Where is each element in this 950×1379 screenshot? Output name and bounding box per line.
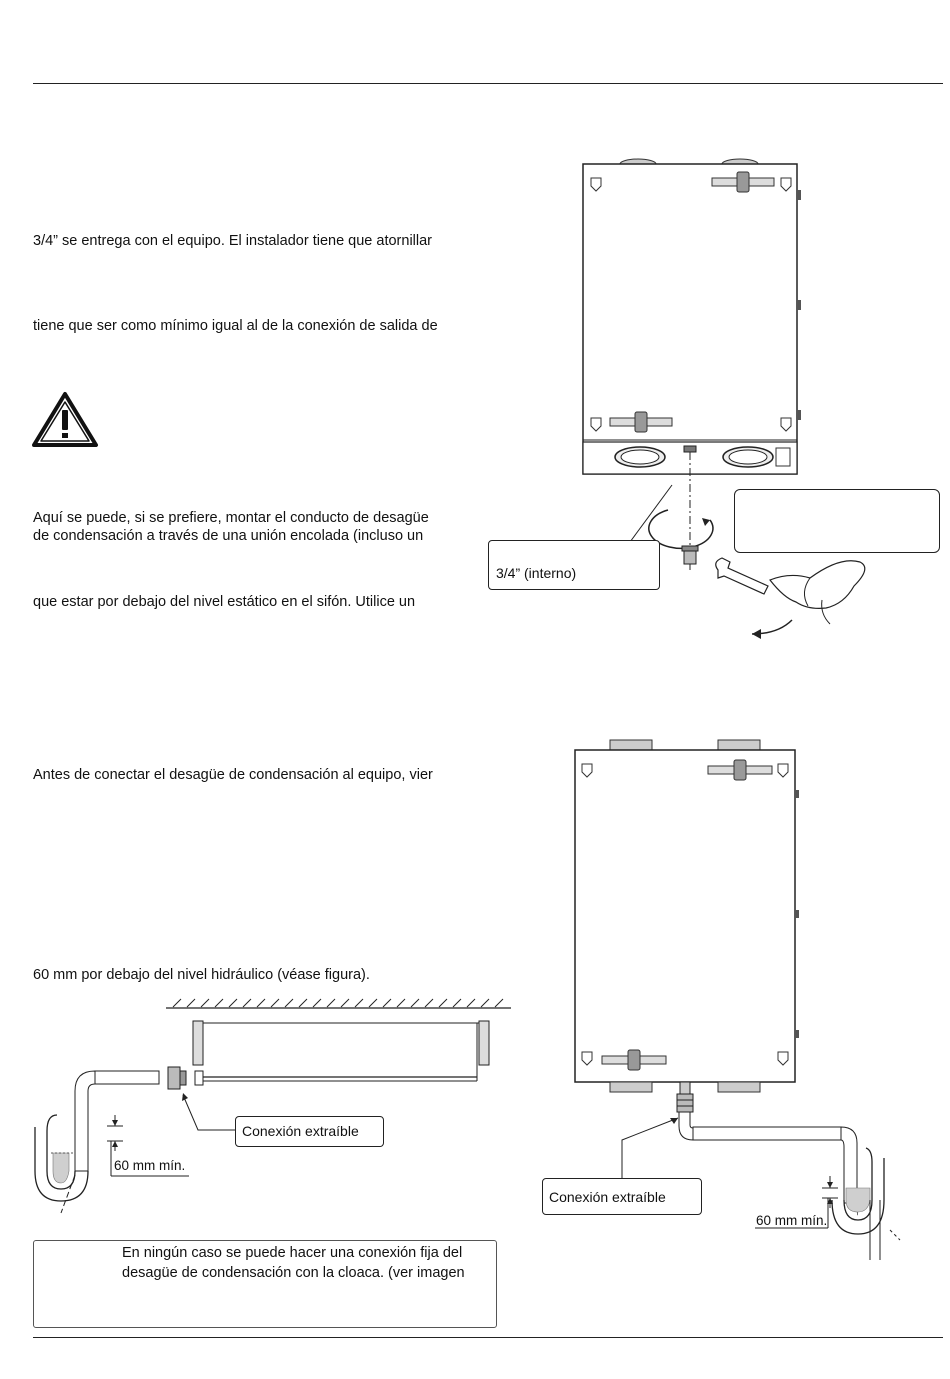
paragraph-before-connecting: Antes de conectar el desagüe de condensa… xyxy=(33,767,433,783)
footer-rule xyxy=(33,1337,943,1338)
left-connection-callout: Conexión extraíble xyxy=(235,1116,384,1147)
empty-callout xyxy=(734,489,940,553)
paragraph-thread-supplied: 3/4” se entrega con el equipo. El instal… xyxy=(33,233,433,249)
right-min-label: 60 mm mín. xyxy=(756,1213,828,1228)
paragraph-diameter: tiene que ser como mínimo igual al de la… xyxy=(33,318,438,334)
paragraph-glued-joint-2: de condensación a través de una unión en… xyxy=(33,528,424,544)
note-line-1: En ningún caso se puede hacer una conexi… xyxy=(122,1245,463,1261)
left-min-label: 60 mm mín. xyxy=(114,1158,186,1173)
right-unit-siphon-figure xyxy=(574,739,901,1260)
paragraph-hydraulic-level: 60 mm por debajo del nivel hidráulico (v… xyxy=(33,967,370,983)
paragraph-glued-joint-1: Aquí se puede, si se prefiere, montar el… xyxy=(33,510,429,526)
right-connection-callout: Conexión extraíble xyxy=(542,1178,702,1215)
paragraph-static-level: que estar por debajo del nivel estático … xyxy=(33,594,416,610)
unit-drain-fitting-figure xyxy=(582,158,866,639)
note-line-2: desagüe de condensación con la cloaca. (… xyxy=(122,1265,465,1281)
left-drain-siphon-figure xyxy=(34,998,511,1214)
warning-icon xyxy=(32,392,98,447)
thread-size-label: 3/4” (interno) xyxy=(496,565,577,581)
thread-size-callout: 3/4” (interno) xyxy=(488,540,660,590)
note-box: En ningún caso se puede hacer una conexi… xyxy=(33,1240,497,1328)
left-connection-label: Conexión extraíble xyxy=(242,1123,359,1139)
right-connection-label: Conexión extraíble xyxy=(549,1189,666,1205)
header-rule xyxy=(33,83,943,84)
